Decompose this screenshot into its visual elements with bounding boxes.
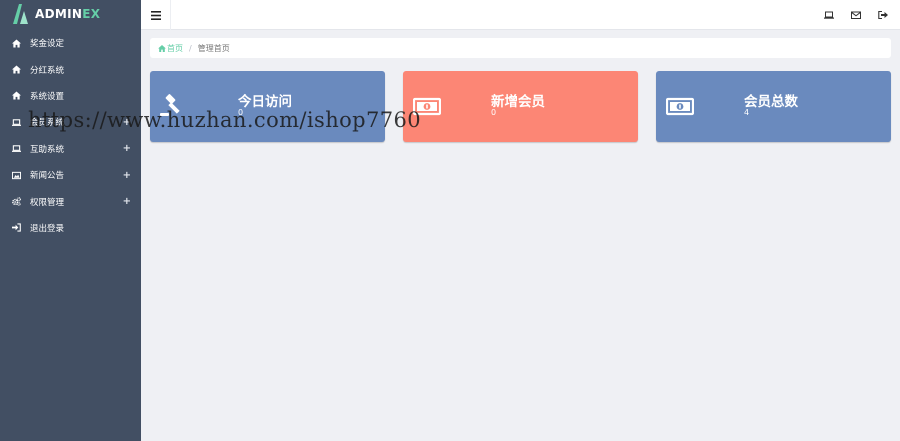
laptop-icon (11, 117, 21, 127)
menu-toggle-button[interactable] (141, 0, 171, 30)
logo[interactable]: ADMINEX (0, 0, 141, 28)
cogs-icon (11, 197, 21, 207)
sidebar-item-bonus-settings[interactable]: 奖金设定 (0, 30, 141, 56)
laptop-icon[interactable] (823, 9, 834, 20)
sidebar-item-label: 奖金设定 (30, 39, 65, 50)
stat-card-total-members[interactable]: 会员总数 4 (656, 71, 891, 142)
sidebar-item-label: 会员系统 (30, 118, 65, 129)
breadcrumb-home-label: 首页 (167, 43, 183, 53)
sidebar-item-label: 互助系统 (30, 144, 65, 155)
sidebar-item-label: 新闻公告 (30, 171, 65, 182)
card-value: 0 (238, 108, 244, 117)
sidebar-item-label: 系统设置 (30, 91, 65, 102)
gavel-icon (160, 93, 188, 119)
sidebar-item-news[interactable]: 新闻公告 + (0, 162, 141, 188)
home-icon (11, 38, 21, 48)
sidebar-item-label: 分红系统 (30, 65, 65, 76)
stat-card-today-visits[interactable]: 今日访问 0 (150, 71, 385, 142)
card-title: 今日访问 (238, 94, 292, 110)
breadcrumb-separator: / (189, 43, 192, 53)
laptop-icon (11, 144, 21, 154)
logo-mark-icon (12, 3, 30, 25)
sidebar-item-dividend-system[interactable]: 分红系统 (0, 56, 141, 82)
sidebar-item-label: 退出登录 (30, 223, 65, 234)
card-title: 新增会员 (491, 94, 545, 110)
breadcrumb: 首页 / 管理首页 (150, 38, 891, 58)
money-icon (666, 93, 694, 119)
expand-plus-icon[interactable]: + (122, 143, 131, 155)
expand-plus-icon[interactable]: + (122, 116, 131, 128)
breadcrumb-current: 管理首页 (197, 43, 230, 53)
money-icon (413, 93, 441, 119)
top-header (141, 0, 900, 30)
breadcrumb-home-link[interactable]: 首页 (158, 43, 183, 54)
expand-plus-icon[interactable]: + (122, 169, 131, 181)
home-icon (11, 91, 21, 101)
sidebar: ADMINEX 奖金设定 分红系统 系统设置 会员系统 + 互助系统 + 新闻公… (0, 0, 141, 441)
sign-out-icon[interactable] (877, 9, 888, 20)
sidebar-item-permissions[interactable]: 权限管理 + (0, 188, 141, 214)
hamburger-icon (150, 10, 161, 20)
home-icon (158, 44, 166, 52)
home-icon (11, 65, 21, 75)
picture-icon (11, 170, 21, 180)
expand-plus-icon[interactable]: + (122, 196, 131, 208)
sign-in-icon (11, 223, 21, 233)
sidebar-menu: 奖金设定 分红系统 系统设置 会员系统 + 互助系统 + 新闻公告 + 权限管理 (0, 30, 141, 241)
card-value: 4 (744, 108, 750, 117)
sidebar-item-logout[interactable]: 退出登录 (0, 215, 141, 241)
logo-text: ADMINEX (35, 7, 101, 21)
sidebar-item-member-system[interactable]: 会员系统 + (0, 109, 141, 135)
header-actions (823, 9, 888, 20)
sidebar-item-mutual-aid[interactable]: 互助系统 + (0, 136, 141, 162)
sidebar-item-label: 权限管理 (30, 197, 65, 208)
envelope-icon[interactable] (850, 9, 861, 20)
stat-card-new-members[interactable]: 新增会员 0 (403, 71, 638, 142)
card-value: 0 (491, 108, 497, 117)
sidebar-item-system-settings[interactable]: 系统设置 (0, 83, 141, 109)
card-title: 会员总数 (744, 94, 798, 110)
